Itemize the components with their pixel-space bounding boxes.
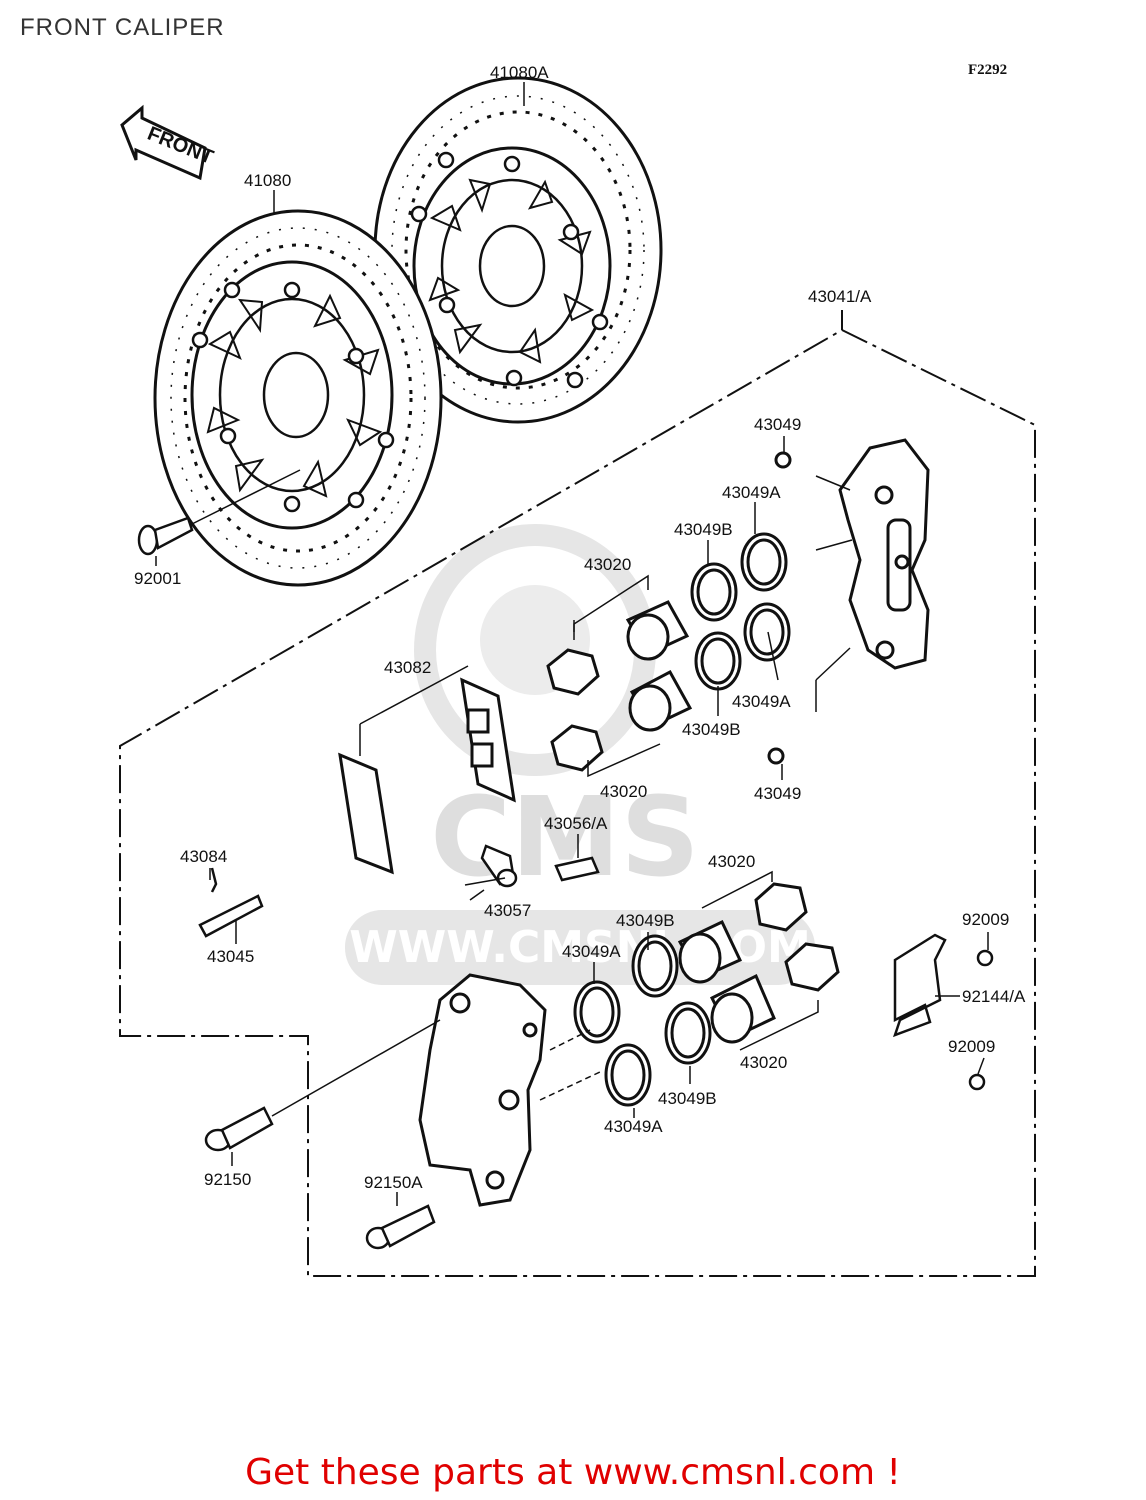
callout-92009-top: 92009 [962,910,1009,929]
callout-43020-mid: 43020 [600,782,647,801]
front-arrow-icon: FRONT [120,104,216,181]
callout-43056A: 43056/A [544,814,608,833]
caliper-half-outer [838,438,930,670]
callout-43020-bot: 43020 [740,1053,787,1072]
callout-43041A: 43041/A [808,287,872,306]
callout-43049A-mid: 43049A [732,692,791,711]
callout-43082: 43082 [384,658,431,677]
brake-pads-43082 [338,677,516,875]
bleeder-valve [480,844,600,888]
callout-41080A: 41080A [490,63,549,82]
callout-43020-low: 43020 [708,852,755,871]
diagram-code: F2292 [968,62,1007,78]
caliper-assembly-outline [119,329,1036,1277]
callout-43045: 43045 [207,947,254,966]
cms-watermark: CMS WWW.CMSNL.COM [345,524,815,985]
brake-disc-41080a [373,76,663,424]
callout-43049B-top: 43049B [674,520,733,539]
callout-43049A-bot: 43049A [604,1117,663,1136]
leader-lines [155,82,989,1206]
callout-43020-top: 43020 [584,555,631,574]
callout-92001: 92001 [134,569,181,588]
callout-92144A: 92144/A [962,987,1026,1006]
hose-bracket-92144a [892,933,994,1091]
callout-43049B-mid: 43049B [682,720,741,739]
callout-43049-mid: 43049 [754,784,801,803]
callout-92150: 92150 [204,1170,251,1189]
callout-labels: 41080A 41080 92001 43041/A 43049 43049A … [134,63,1026,1192]
disc-bolt-92001 [137,469,301,556]
callout-92150A: 92150A [364,1173,423,1192]
caliper-bolts [204,1019,441,1250]
callout-43057: 43057 [484,901,531,920]
watermark-brand: CMS [430,773,699,901]
footer-cta-link[interactable]: Get these parts at www.cmsnl.com ! [245,1452,901,1493]
callout-43049B-low: 43049B [616,911,675,930]
lower-pistons [573,882,840,1107]
pad-pin-43045 [198,867,264,938]
caliper-half-inner [418,973,547,1207]
page-title: FRONT CALIPER [20,14,225,41]
upper-pistons [546,451,792,772]
callout-43049A-top: 43049A [722,483,781,502]
callout-43049B-bot: 43049B [658,1089,717,1108]
callout-43049-top: 43049 [754,415,801,434]
callout-43049A-low: 43049A [562,942,621,961]
callout-43084: 43084 [180,847,227,866]
callout-92009-low: 92009 [948,1037,995,1056]
callout-41080: 41080 [244,171,291,190]
brake-disc-41080 [153,209,443,587]
